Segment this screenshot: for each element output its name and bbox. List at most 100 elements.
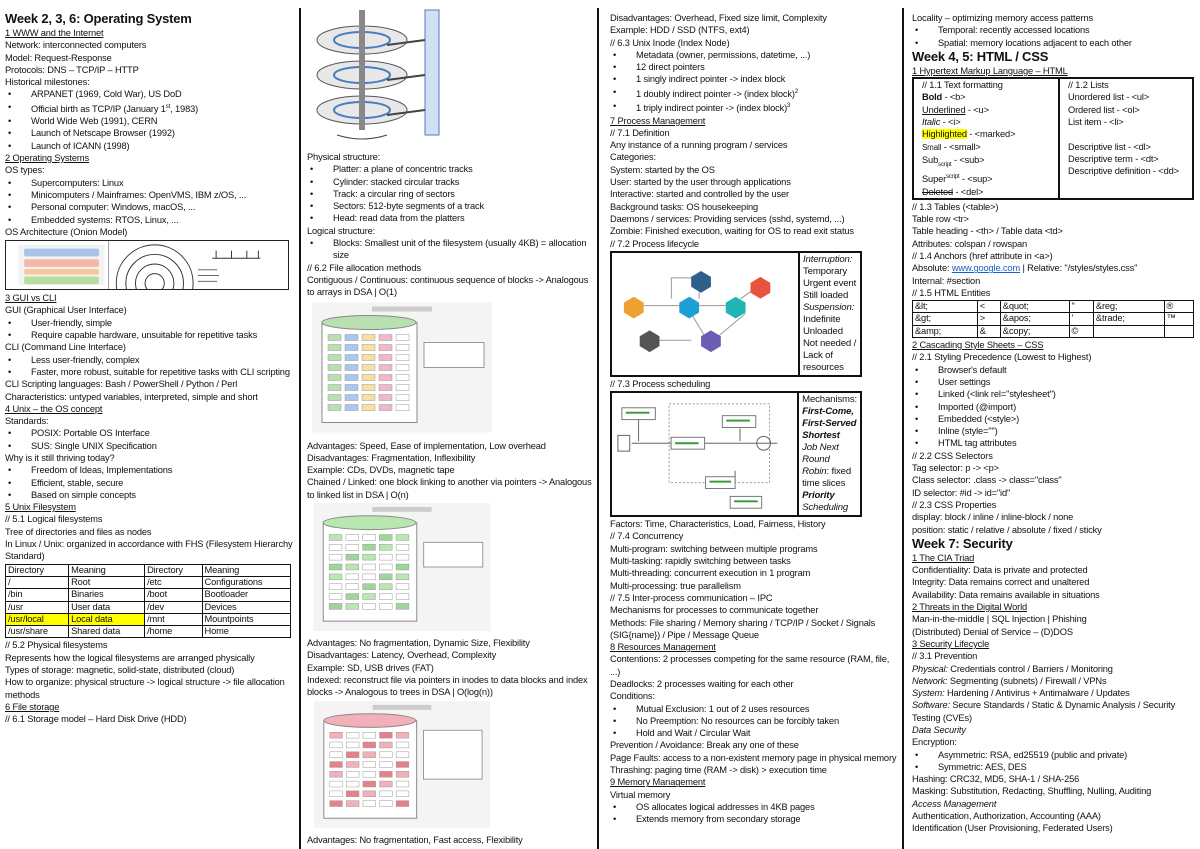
bullet-item: User-friendly, simple [5,317,297,330]
table-cell: / [4,575,70,590]
bullet-item: Faster, more robust, suitable for repeti… [5,366,297,379]
bullet-item: 1 doubly indirect pointer -> (index bloc… [610,86,900,100]
text-run: - <sup> [959,174,993,185]
link[interactable]: www.google.com [951,263,1021,274]
column-divider [597,8,599,849]
bullet-item: User settings [912,376,1196,389]
table-row: &amp;&&copy;© [912,324,1194,339]
table-cell: ' [1068,312,1094,326]
indexed-diagram [312,700,492,828]
text-run: Data Security [912,724,966,735]
table-cell: /usr [4,600,70,614]
text-line: Availability: Data remains available in … [912,589,1100,600]
text-line: Locality – optimizing memory access patt… [912,13,1093,23]
text-line: Interactive: started and controlled by t… [610,189,789,200]
text-line: display: block / inline / inline-block /… [912,512,1074,523]
table-cell: &apos; [999,312,1070,326]
section-title: 3 GUI vs CLI [5,293,57,304]
reference-line: Subscript - <sub> [922,154,1053,171]
bullet-item: Sectors: 512-byte segments of a track [307,200,595,213]
bullet-item: OS allocates logical addresses in 4KB pa… [610,801,900,814]
section-title: 9 Memory Management [610,777,706,788]
reference-line: Small - <small> [922,141,1053,154]
table-cell: /mnt [144,612,203,627]
section-title: 1 The CIA Triad [912,552,975,563]
text-run: Hardening / Antivirus + Antimalware / Up… [944,688,1130,699]
bullet-item: Symmetric: AES, DES [912,761,1196,774]
text-line: OS Architecture (Onion Model) [5,226,128,237]
bullet-item: Embedded (<style>) [912,413,1196,426]
text-run: Credentials control / Barriers / Monitor… [947,663,1113,674]
note-line: Mechanisms: [802,394,857,406]
bullet-item: World Wide Web (1991), CERN [5,115,297,128]
reference-line: Descriptive term - <dt> [1068,153,1159,164]
text-run: - <b> [942,92,966,103]
text-line: // 6.2 File allocation methods [307,262,421,273]
table-cell: Shared data [68,625,146,639]
text-line: Deadlocks: 2 processes waiting for each … [610,678,794,689]
note-line: Not needed / [803,337,857,349]
table-cell: > [976,312,1001,326]
bullet-item: Launch of Netscape Browser (1992) [5,127,297,140]
text-line: Background tasks: OS housekeeping [610,201,759,212]
text-run: Physical: [912,663,948,674]
text-line: // 7.3 Process scheduling [610,378,711,389]
text-run: Shortest [802,430,840,442]
text-line: Disadvantages: Fragmentation, Inflexibil… [307,452,476,463]
bullet-item: Launch of ICANN (1998) [5,140,297,153]
bullet-item: Asymmetric: RSA, ed25519 (public and pri… [912,749,1196,762]
linked-diagram [312,503,492,632]
text-line: Types of storage: magnetic, solid-state,… [5,665,235,676]
table-cell [1092,324,1165,339]
table-cell: &reg; [1092,300,1165,314]
bullet-item: Imported (@import) [912,401,1196,414]
text-run: , 1983) [170,103,199,114]
text-line: // 6.3 Unix Inode (Index Node) [610,37,730,48]
table-cell: ™ [1163,312,1194,326]
text-line: Conditions: [610,691,655,702]
text-run: Official birth as TCP/IP (January 1 [31,103,166,114]
text-run: System: [912,688,945,699]
reference-line: List item - <li> [1068,117,1124,128]
text-run: Super [922,174,947,185]
week-heading: Week 2, 3, 6: Operating System [5,11,192,26]
text-line: System: started by the OS [610,164,715,175]
table-cell: Directory [144,563,203,577]
text-line: Access Management [912,798,1196,810]
reference-line: // 1.1 Text formatting [922,80,1003,91]
text-line: Thrashing: paging time (RAM -> disk) > e… [610,765,827,776]
text-line: Advantages: No fragmentation, Fast acces… [307,834,523,845]
table-row: &lt;<&quot;"&reg;® [912,300,1194,314]
text-line: Man-in-the-middle | SQL Injection | Phis… [912,614,1087,625]
text-line: OS types: [5,165,45,176]
text-line: Disadvantages: Overhead, Fixed size limi… [610,13,827,23]
table-cell: & [976,324,1001,339]
table-row: &gt;>&apos;'&trade;™ [912,312,1194,326]
reference-line: Unordered list - <ul> [1068,92,1150,103]
table-cell [1163,324,1194,339]
text-line: // 7.4 Concurrency [610,531,684,542]
note-line: Priority Scheduling [802,490,857,514]
text-line: Why is it still thriving today? [5,453,115,463]
reference-line: Ordered list - <ol> [1068,104,1140,115]
section-title: 1 Hypertext Markup Language – HTML [912,65,1068,76]
reference-line: // 1.2 Lists [1068,80,1109,91]
section-title: 4 Unix – the OS concept [5,403,103,414]
continuous-diagram [312,301,492,434]
text-run: Interruption: [803,253,853,265]
column-divider [902,8,904,849]
bullet-item: Inline (style="") [912,425,1196,438]
bullet-item: 1 singly indirect pointer -> index block [610,73,900,86]
table-cell: Directory [4,563,70,577]
bullet-item: Mutual Exclusion: 1 out of 2 uses resour… [610,703,900,716]
section-title: 5 Unix Filesystem [5,502,76,513]
reference-line: Underlined - <u> [922,104,1053,116]
note-line: Unloaded [803,325,843,337]
text-line: Example: SD, USB drives (FAT) [307,662,434,673]
